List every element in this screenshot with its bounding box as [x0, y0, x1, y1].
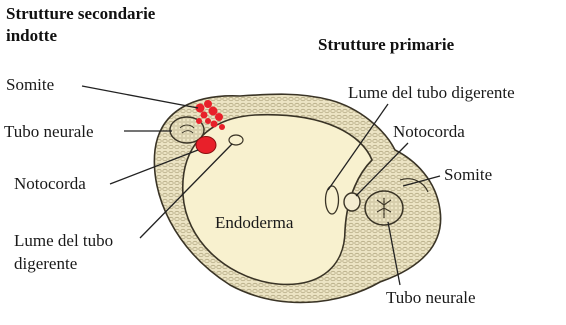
- heading-secondary-line2: indotte: [6, 26, 57, 45]
- label-left-notocorda: Notocorda: [14, 174, 86, 193]
- label-left-tubo-neurale: Tubo neurale: [4, 122, 94, 141]
- leader-left-somite: [82, 86, 198, 108]
- secondary-notochord: [196, 137, 216, 154]
- label-left-somite: Somite: [6, 75, 54, 94]
- heading-primary: Strutture primarie: [318, 35, 455, 54]
- heading-secondary-line1: Strutture secondarie: [6, 4, 156, 23]
- label-left-lume-line1: Lume del tubo: [14, 231, 113, 250]
- primary-notochord: [344, 193, 360, 211]
- label-endoderma: Endoderma: [215, 213, 294, 232]
- secondary-gut-lumen: [229, 135, 243, 145]
- primary-gut-lumen: [326, 186, 339, 214]
- label-right-tubo-neurale: Tubo neurale: [386, 288, 476, 307]
- label-left-lume-line2: digerente: [14, 254, 77, 273]
- label-right-notocorda: Notocorda: [393, 122, 465, 141]
- label-right-lume: Lume del tubo digerente: [348, 83, 515, 102]
- label-right-somite: Somite: [444, 165, 492, 184]
